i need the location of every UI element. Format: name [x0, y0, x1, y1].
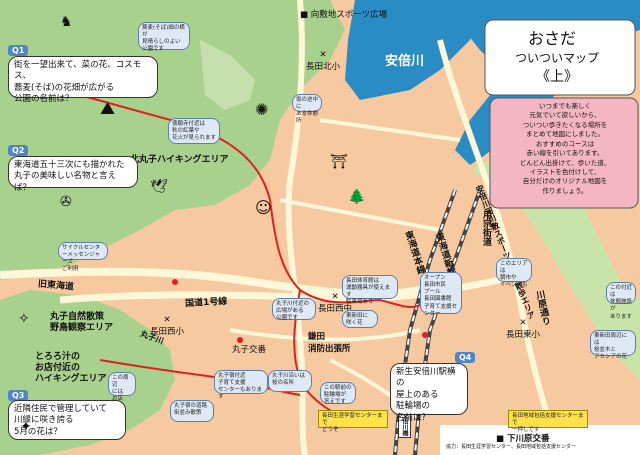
lion-icon: ♞ [60, 14, 73, 30]
place-shimokawahara-police-label: 下川原交番 [507, 434, 550, 444]
place-shimokawahara-police: ■ 下川原交番 [496, 432, 550, 444]
place-osada-nishi-jhs: ✕ 長田西中 [318, 292, 352, 314]
title-part: 《上》 [536, 69, 578, 85]
place-osada-higashi-es: ✕ 長田東小 [506, 318, 540, 340]
credits: 協力：長田生涯学習センター、長田地域包括支援センター [446, 444, 576, 450]
place-kobuchi-sports-label: 向敷地スポーツ広場 [310, 10, 388, 20]
question-tag-q1: Q1 [8, 45, 29, 56]
river-abekawa: 安倍川 [385, 54, 425, 69]
note-cycle-center: サイクルセンターメッセンジャーズ ご利用 [58, 242, 108, 272]
tree-icon: 🌲 [348, 189, 366, 205]
school-icon: ✕ [163, 315, 171, 325]
car-icon: ✇ [60, 194, 72, 210]
yellow-box-lifelong-center: 長田生涯学習センターまで どうぞ [318, 410, 388, 433]
question-bubble-q2: 東海道五十三次にも描かれた 丸子の美味しい名物と言えば？ [8, 156, 138, 193]
note-rest-facility: この付近は 休憩施設が あります [606, 282, 636, 320]
note-soba-park: 蕎麦(そば)畑の横が 見晴らしのよい 公園です [138, 22, 190, 52]
mountain-icon: ⛰ [100, 98, 116, 119]
note-park-plaza: 丸子川付近の 広場がある 公園です [272, 298, 316, 321]
title-intro: いつまでも楽しく 元気でいて欲しいから、 ついつい歩きたくなる場所を まとめて地… [519, 102, 611, 195]
place-maruko-police: 丸子交番 [232, 343, 266, 355]
dragonfly-icon: ✦ [20, 419, 32, 435]
school-icon: ✕ [519, 318, 527, 328]
place-osada-minami-es-label: 長田西小 [150, 327, 185, 337]
place-osada-minami-es: ✕ 長田西小 [150, 315, 184, 337]
yellow-box-support-center: 長田地域包括支援センターまで 一押しです [508, 410, 588, 433]
note-rest-area: 坂の途中に ある休憩所 [292, 94, 322, 124]
note-townscape: 丸子宿の道路 街並み散策 [170, 400, 214, 422]
title-sub: ついついマップ [515, 51, 600, 65]
place-kamata-fire: 鎌田 消防出張所 [308, 332, 351, 354]
heron-icon: ✧ [18, 311, 30, 327]
note-marukogawa-sakura: 丸子川沿いは 桜の名所 [268, 370, 312, 392]
character-mascot-icon: ☺ [255, 198, 272, 217]
fireworks-icon: ✺ [255, 100, 269, 119]
note-osada-facility: オープン 長田市民 プール 長田図書館 子育て支援センター [420, 272, 462, 317]
road-route1: 国道1号線 [184, 296, 228, 310]
road-yomune: 用宗街道 [481, 210, 491, 246]
question-bubble-q4: 新生安倍川駅横の 屋上のある 駐輪場の 名前は？ [390, 363, 468, 423]
place-osada-kita-es: ✕ 長田北小 [306, 50, 340, 72]
note-maruko-juku: 丸子宿付近 子育て支援 センターもあります [214, 370, 268, 400]
note-market: このエリアは 朝市や イベントも [496, 258, 532, 288]
place-kobuchi-sports: ■ 向敷地スポーツ広場 [300, 8, 387, 20]
note-shinden-flower: 東新田に 咲く花 [342, 310, 378, 328]
area-maruko-nature: 丸子自然散策 野鳥観察エリア [50, 312, 114, 333]
place-maruko-police-label: 丸子交番 [232, 345, 267, 355]
place-osada-kita-es-label: 長田北小 [306, 62, 341, 72]
note-gymnasium: 長田体育館は 運動器具が使えます 駐車場あり [342, 275, 398, 305]
question-tag-q3: Q3 [8, 390, 29, 401]
place-osada-nishi-jhs-label: 長田西中 [318, 304, 353, 314]
question-bubble-q3: 近隣住民で管理していて 川縁に咲き誇る 5月の花は？ [8, 400, 126, 440]
building-icon: ■ [300, 10, 311, 20]
note-shops: この周辺 には お店 [108, 372, 136, 402]
title-main: おさだ [528, 29, 577, 48]
police-box-icon: ■ [496, 434, 507, 444]
question-bubble-q1: 街を一望出来て、菜の花、コスモス、 蕎麦(そば)の花畑が広がる 公園の名前は？ [8, 56, 158, 104]
question-tag-q2: Q2 [8, 145, 29, 156]
note-station-bike: この駅前の 駐輪場が 答えです [320, 382, 356, 405]
area-kitamaruko: 北丸子ハイキングエリア [130, 155, 229, 165]
place-osada-higashi-es-label: 長田東小 [506, 330, 541, 340]
note-cherry-acacia: 東新田周辺には 桜並木と アカシアの花 [590, 330, 636, 360]
school-icon: ✕ [319, 50, 327, 60]
bird-icon: 🕊 [150, 179, 168, 195]
question-tag-q4: Q4 [455, 352, 476, 363]
shrine-icon: ⛩ [330, 154, 348, 170]
note-tokuganji: 徳願寺付近は 秋の紅葉や 花火が見られます [168, 118, 220, 144]
school-icon: ✕ [331, 292, 339, 302]
area-tororo: とろろ汁の お店付近の ハイキングエリア [35, 352, 107, 384]
